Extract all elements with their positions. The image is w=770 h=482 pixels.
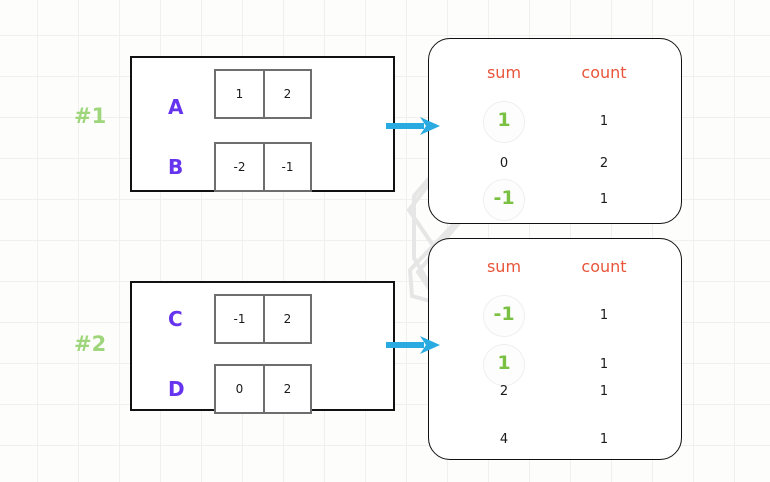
aggregate-panel-2: sum count -1 1 1 1 2 1 4 1 (428, 238, 682, 460)
flow-arrow-1-icon (386, 117, 442, 135)
matrix-panel-2: C -1 2 D 0 2 (130, 281, 395, 414)
agg2-row2-count: 1 (599, 384, 609, 399)
agg1-row0-highlight-ring (483, 101, 525, 143)
row-letter-a: A (168, 95, 184, 119)
row-letter-c: C (168, 307, 183, 331)
cell-pair-c: -1 2 (214, 294, 312, 344)
agg2-row3-count: 1 (599, 432, 609, 447)
matrix-panel-1: A 1 2 B -2 -1 (130, 56, 395, 192)
agg1-row2-sum: -1 (493, 187, 515, 209)
cell-c-1: 2 (263, 296, 310, 342)
agg2-row1-count: 1 (599, 357, 609, 372)
agg2-row3-sum: 4 (499, 432, 509, 447)
cell-pair-b: -2 -1 (214, 142, 312, 192)
cell-b-1: -1 (263, 144, 310, 190)
row-letter-d: D (168, 377, 185, 401)
cell-pair-d: 0 2 (214, 364, 312, 414)
agg1-row0-count: 1 (599, 114, 609, 129)
cell-pair-a: 1 2 (214, 69, 312, 119)
group-label-2: #2 (74, 332, 107, 356)
cell-a-1: 2 (263, 71, 310, 117)
flow-arrow-2-icon (386, 336, 442, 354)
agg1-row2-highlight-ring (483, 179, 525, 221)
agg2-row1-highlight-ring (483, 344, 525, 386)
agg2-row0-count: 1 (599, 308, 609, 323)
agg1-row1-count: 2 (599, 156, 609, 171)
agg1-header-sum: sum (486, 63, 522, 82)
agg2-row0-highlight-ring (483, 295, 525, 337)
cell-d-0: 0 (235, 382, 244, 396)
cell-d-1: 2 (263, 366, 310, 412)
row-letter-b: B (168, 155, 184, 179)
cell-c-0: -1 (233, 312, 246, 326)
agg1-row2-count: 1 (599, 192, 609, 207)
agg2-header-sum: sum (486, 257, 522, 276)
agg1-row0-sum: 1 (497, 109, 511, 131)
agg1-header-count: count (581, 63, 627, 82)
agg2-row2-sum: 2 (499, 384, 509, 399)
cell-b-0: -2 (233, 160, 246, 174)
agg2-row1-sum: 1 (497, 352, 511, 374)
agg1-row1-sum: 0 (499, 156, 509, 171)
agg2-header-count: count (581, 257, 627, 276)
aggregate-panel-1: sum count 1 1 0 2 -1 1 (428, 38, 682, 224)
agg2-row0-sum: -1 (493, 303, 515, 325)
cell-a-0: 1 (235, 87, 244, 101)
group-label-1: #1 (74, 104, 107, 128)
